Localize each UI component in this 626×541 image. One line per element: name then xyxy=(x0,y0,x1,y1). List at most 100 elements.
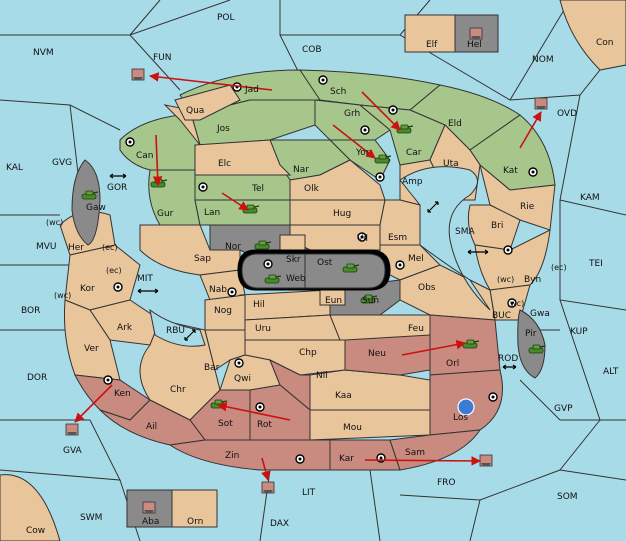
province-label: Uru xyxy=(255,324,271,334)
province-label: Sap xyxy=(194,254,211,264)
fleet-icon xyxy=(457,398,475,416)
sea-label: BOR xyxy=(21,306,40,316)
province-elf[interactable] xyxy=(404,14,456,53)
province-label: Nab xyxy=(209,285,227,295)
province-label: Eld xyxy=(448,119,462,129)
sea-label: MIT xyxy=(137,274,153,284)
sea-rbu[interactable] xyxy=(149,308,206,347)
sea-label: COB xyxy=(302,45,322,55)
province-elc[interactable] xyxy=(194,139,292,176)
province-label: Sot xyxy=(218,419,233,429)
province-label: Kar xyxy=(339,454,354,464)
province-label: Yor xyxy=(355,148,370,158)
sea-label: KAL xyxy=(6,163,23,173)
province-label: Jos xyxy=(216,124,230,134)
sea-label: OVD xyxy=(557,109,577,119)
province-label: Hil xyxy=(253,300,265,310)
order-arrows xyxy=(74,72,542,481)
province-label: Jad xyxy=(244,85,259,95)
sea-label: ROD xyxy=(498,354,518,364)
strait-markers xyxy=(109,173,517,370)
sea-label: RBU xyxy=(166,326,185,336)
province-label: Kor xyxy=(80,284,95,294)
province-ver[interactable] xyxy=(63,299,121,381)
province-label: Feu xyxy=(408,324,424,334)
province-label: Olk xyxy=(304,184,320,194)
coast-tag: (wc) xyxy=(54,291,71,300)
province-label: Nil xyxy=(316,371,328,381)
sea-label: FRO xyxy=(437,478,456,488)
province-label: Ost xyxy=(317,258,333,268)
province-label: Ail xyxy=(146,422,157,432)
province-label: Uta xyxy=(443,159,459,169)
sea-label: SWM xyxy=(80,513,102,523)
province-con[interactable] xyxy=(559,0,626,71)
province-label: Rie xyxy=(520,202,535,212)
sea-label: ALT xyxy=(603,367,619,377)
province-label: Bri xyxy=(491,221,503,231)
province-label: Ark xyxy=(117,323,133,333)
province-ail[interactable] xyxy=(99,399,206,446)
province-label: Can xyxy=(136,151,154,161)
province-label: Pir xyxy=(525,329,537,339)
ship-icon xyxy=(479,454,493,467)
province-label: Gwa xyxy=(530,309,550,319)
sea-label: LIT xyxy=(302,488,316,498)
province-nil[interactable] xyxy=(269,358,311,412)
sea-label: GVA xyxy=(63,446,83,456)
province-label: Sun xyxy=(362,296,379,306)
province-label: Vil xyxy=(357,234,368,244)
sea-label: NVM xyxy=(33,48,54,58)
province-mou[interactable] xyxy=(309,409,431,441)
province-obs[interactable] xyxy=(399,264,496,321)
ship-icon xyxy=(142,501,156,514)
province-label: Bar xyxy=(204,363,220,373)
province-label: Ver xyxy=(84,344,99,354)
sea-label: SOM xyxy=(557,492,578,502)
province-label: Gaw xyxy=(86,203,106,213)
sea-label: KAM xyxy=(580,193,600,203)
province-zin[interactable] xyxy=(168,439,331,471)
coast-tag: (ec) xyxy=(106,266,122,275)
province-label: Hel xyxy=(467,40,482,50)
sea-label: GVP xyxy=(554,404,573,414)
province-label: Nog xyxy=(214,306,232,316)
sea-label: NOM xyxy=(532,55,554,65)
province-label: Elc xyxy=(218,159,231,169)
province-label: Car xyxy=(406,148,422,158)
province-label: Web xyxy=(286,274,306,284)
province-tel[interactable] xyxy=(194,174,291,201)
province-label: Mou xyxy=(343,423,362,433)
province-gaw[interactable] xyxy=(71,159,101,246)
province-label: Qua xyxy=(186,106,204,116)
units xyxy=(65,27,548,514)
province-label: Chp xyxy=(299,348,317,358)
sea-label: Con xyxy=(596,38,614,48)
province-web[interactable] xyxy=(241,253,306,289)
sea-label: DAX xyxy=(270,519,289,529)
province-qua-area[interactable] xyxy=(174,84,241,121)
ship-icon xyxy=(469,27,483,40)
province-bri[interactable] xyxy=(467,204,521,251)
province-label: Eun xyxy=(325,296,342,306)
ship-icon xyxy=(534,97,548,110)
province-label: Los xyxy=(453,413,468,423)
province-label: Lan xyxy=(204,208,220,218)
coast-tag: (wc) xyxy=(46,218,63,227)
coast-tag: (ec) xyxy=(551,263,567,272)
province-label: Byn xyxy=(524,275,541,285)
sea-label: Cow xyxy=(26,526,45,536)
province-orn[interactable] xyxy=(171,489,218,528)
province-label: Skr xyxy=(286,255,301,265)
province-label: Rot xyxy=(257,420,272,430)
sea-sma[interactable] xyxy=(399,166,491,311)
coast-tag: (ec) xyxy=(102,243,118,252)
province-label: Sch xyxy=(330,87,346,97)
sea-label: SMA xyxy=(455,227,475,237)
sea-label: GOR xyxy=(107,183,127,193)
province-neu[interactable] xyxy=(344,334,431,376)
province-label: Esm xyxy=(388,233,407,243)
province-pir[interactable] xyxy=(517,309,546,379)
